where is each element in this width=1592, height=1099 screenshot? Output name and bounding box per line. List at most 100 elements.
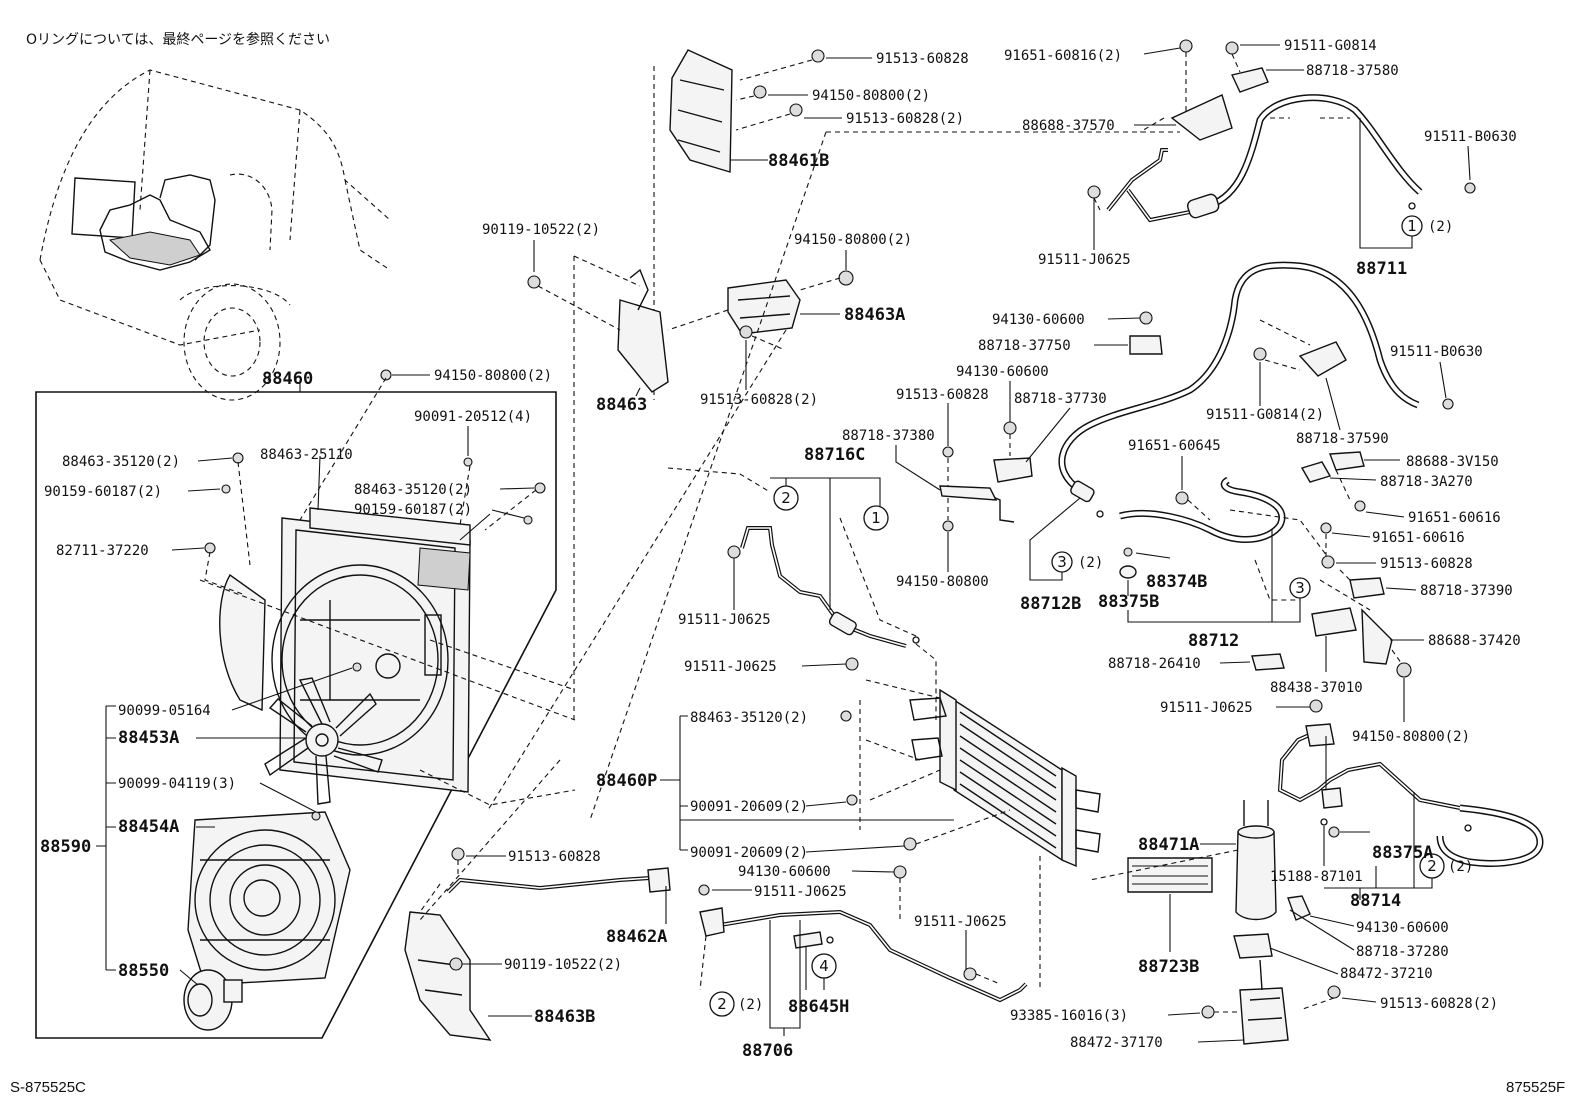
part-number-label: 88718-37730 (1014, 391, 1107, 407)
part-number-label: 88453A (118, 728, 179, 748)
part-number-label: 88590 (40, 837, 91, 857)
nut-icon (1003, 421, 1017, 435)
bolt-icon (811, 49, 825, 63)
callout-3a-icon: 3 (1051, 551, 1073, 573)
part-number-label: 88471A (1138, 835, 1199, 855)
part-number-label: 88714 (1350, 891, 1401, 911)
fan-shroud-group (35, 369, 576, 1039)
screw-icon (311, 811, 321, 821)
clip-icon (534, 482, 546, 494)
part-number-label: 88723B (1138, 957, 1199, 977)
bolt-icon (845, 657, 859, 671)
part-number-label: 91511-J0625 (678, 612, 771, 628)
part-number-label: 88463 (596, 395, 647, 415)
part-number-label: 88462A (606, 927, 667, 947)
liquid-tube-88716c: 2 1 (667, 467, 937, 720)
upper-bracket-labels: 91513-60828 94150-80800(2) 91513-60828(2… (482, 51, 969, 415)
bolt-icon (942, 446, 954, 458)
part-number-label: 90119-10522(2) (504, 957, 622, 973)
part-number-label: 88461B (768, 151, 829, 171)
part-number-label: 94150-80800(2) (1352, 729, 1470, 745)
part-number-label: 88712B (1020, 594, 1081, 614)
screw-icon (352, 662, 362, 672)
bottom-center-labels: 91513-60828 88462A 90119-10522(2) 88463B… (462, 849, 1007, 1061)
middle-bracket-88718 (939, 421, 1033, 532)
part-number-label: 93385-16016(3) (1010, 1008, 1128, 1024)
part-number-label: 91513-60828 (508, 849, 601, 865)
part-number-label: 88718-37750 (978, 338, 1071, 354)
bolt-icon (451, 847, 465, 861)
o-ring-icon (1328, 826, 1340, 838)
nut-icon (753, 85, 767, 99)
part-number-label: 88438-37010 (1270, 680, 1363, 696)
bolt-icon (1179, 39, 1193, 53)
right-side-parts: 88688-3V150 88718-3A270 91651-60616 9165… (1108, 451, 1521, 745)
callout-3b-icon: 3 (1289, 577, 1311, 599)
part-number-label: 90091-20609(2) (690, 845, 808, 861)
part-number-label: 88711 (1356, 259, 1407, 279)
part-number-label: 94150-80800(2) (434, 368, 552, 384)
nut-icon (838, 270, 854, 286)
bolt-icon (527, 275, 541, 289)
part-number-label: 90119-10522(2) (482, 222, 600, 238)
callout-quantity: (2) (1428, 219, 1453, 235)
part-number-label: 91651-60645 (1128, 438, 1221, 454)
bolt-icon (1464, 182, 1476, 194)
nut-icon (893, 865, 907, 879)
bolt-icon (1087, 185, 1101, 199)
bolt-icon (1225, 41, 1239, 55)
nut-icon (1175, 491, 1189, 505)
bolt-icon (739, 325, 753, 339)
part-number-label: 94150-80800(2) (794, 232, 912, 248)
fan-motor-icon (183, 969, 243, 1031)
nut-icon (1396, 662, 1412, 678)
part-number-label: 88472-37170 (1070, 1035, 1163, 1051)
fan-blade-icon (264, 677, 383, 805)
clip-icon (204, 542, 216, 554)
bottom-right-parts: 2 (2) (1089, 723, 1544, 1045)
part-number-label: 88718-3A270 (1380, 474, 1473, 490)
part-number-label: 94130-60600 (992, 312, 1085, 328)
part-number-label: 15188-87101 (1270, 869, 1363, 885)
part-number-label: 88645H (788, 997, 849, 1017)
part-number-label: 90091-20512(4) (414, 409, 532, 425)
callout-2b-icon: 2 (709, 991, 735, 1017)
bolt-icon (221, 484, 231, 494)
part-number-label: 91651-60816(2) (1004, 48, 1122, 64)
nut-icon (1139, 311, 1153, 325)
left-labels: 88460 94150-80800(2) 88463-35120(2) 8846… (40, 368, 552, 986)
part-number-label: 88460 (262, 369, 313, 389)
part-number-label: 88718-37280 (1356, 944, 1449, 960)
condenser-88460p (840, 679, 1101, 990)
part-number-label: 88718-37590 (1296, 431, 1389, 447)
part-number-label: 88375A (1372, 843, 1433, 863)
bolt-icon (846, 794, 858, 806)
callout-1-icon: 1 (1401, 215, 1423, 237)
part-number-label: 88706 (742, 1041, 793, 1061)
part-number-label: 88463-25110 (260, 447, 353, 463)
bolt-icon (1201, 1005, 1215, 1019)
bolt-icon (840, 710, 852, 722)
part-number-label: 94150-80800 (896, 574, 989, 590)
bolt-icon (727, 545, 741, 559)
part-number-label: 91651-60616 (1408, 510, 1501, 526)
bolt-icon (789, 103, 803, 117)
part-number-label: 94130-60600 (956, 364, 1049, 380)
nut-icon (942, 520, 954, 532)
discharge-hose-88712: 3 (2) 3 (1051, 261, 1454, 601)
bolt-icon (1253, 347, 1267, 361)
part-number-label: 88460P (596, 771, 657, 791)
part-number-label: 88454A (118, 817, 179, 837)
part-number-label: 91511-J0625 (1160, 700, 1253, 716)
callout-4-icon: 4 (811, 953, 837, 979)
bolt-icon (1309, 699, 1323, 713)
part-number-label: 88718-37390 (1420, 583, 1513, 599)
part-number-label: 91513-60828 (1380, 556, 1473, 572)
callout-quantity: (2) (1078, 555, 1103, 571)
part-number-label: 91511-B0630 (1390, 344, 1483, 360)
bolt-icon (523, 515, 533, 525)
part-number-label: 88718-37580 (1306, 63, 1399, 79)
center-labels: 88716C 91511-J0625 91511-J0625 88463-351… (596, 445, 954, 861)
bolt-icon (698, 884, 710, 896)
part-number-label: 91513-60828 (876, 51, 969, 67)
